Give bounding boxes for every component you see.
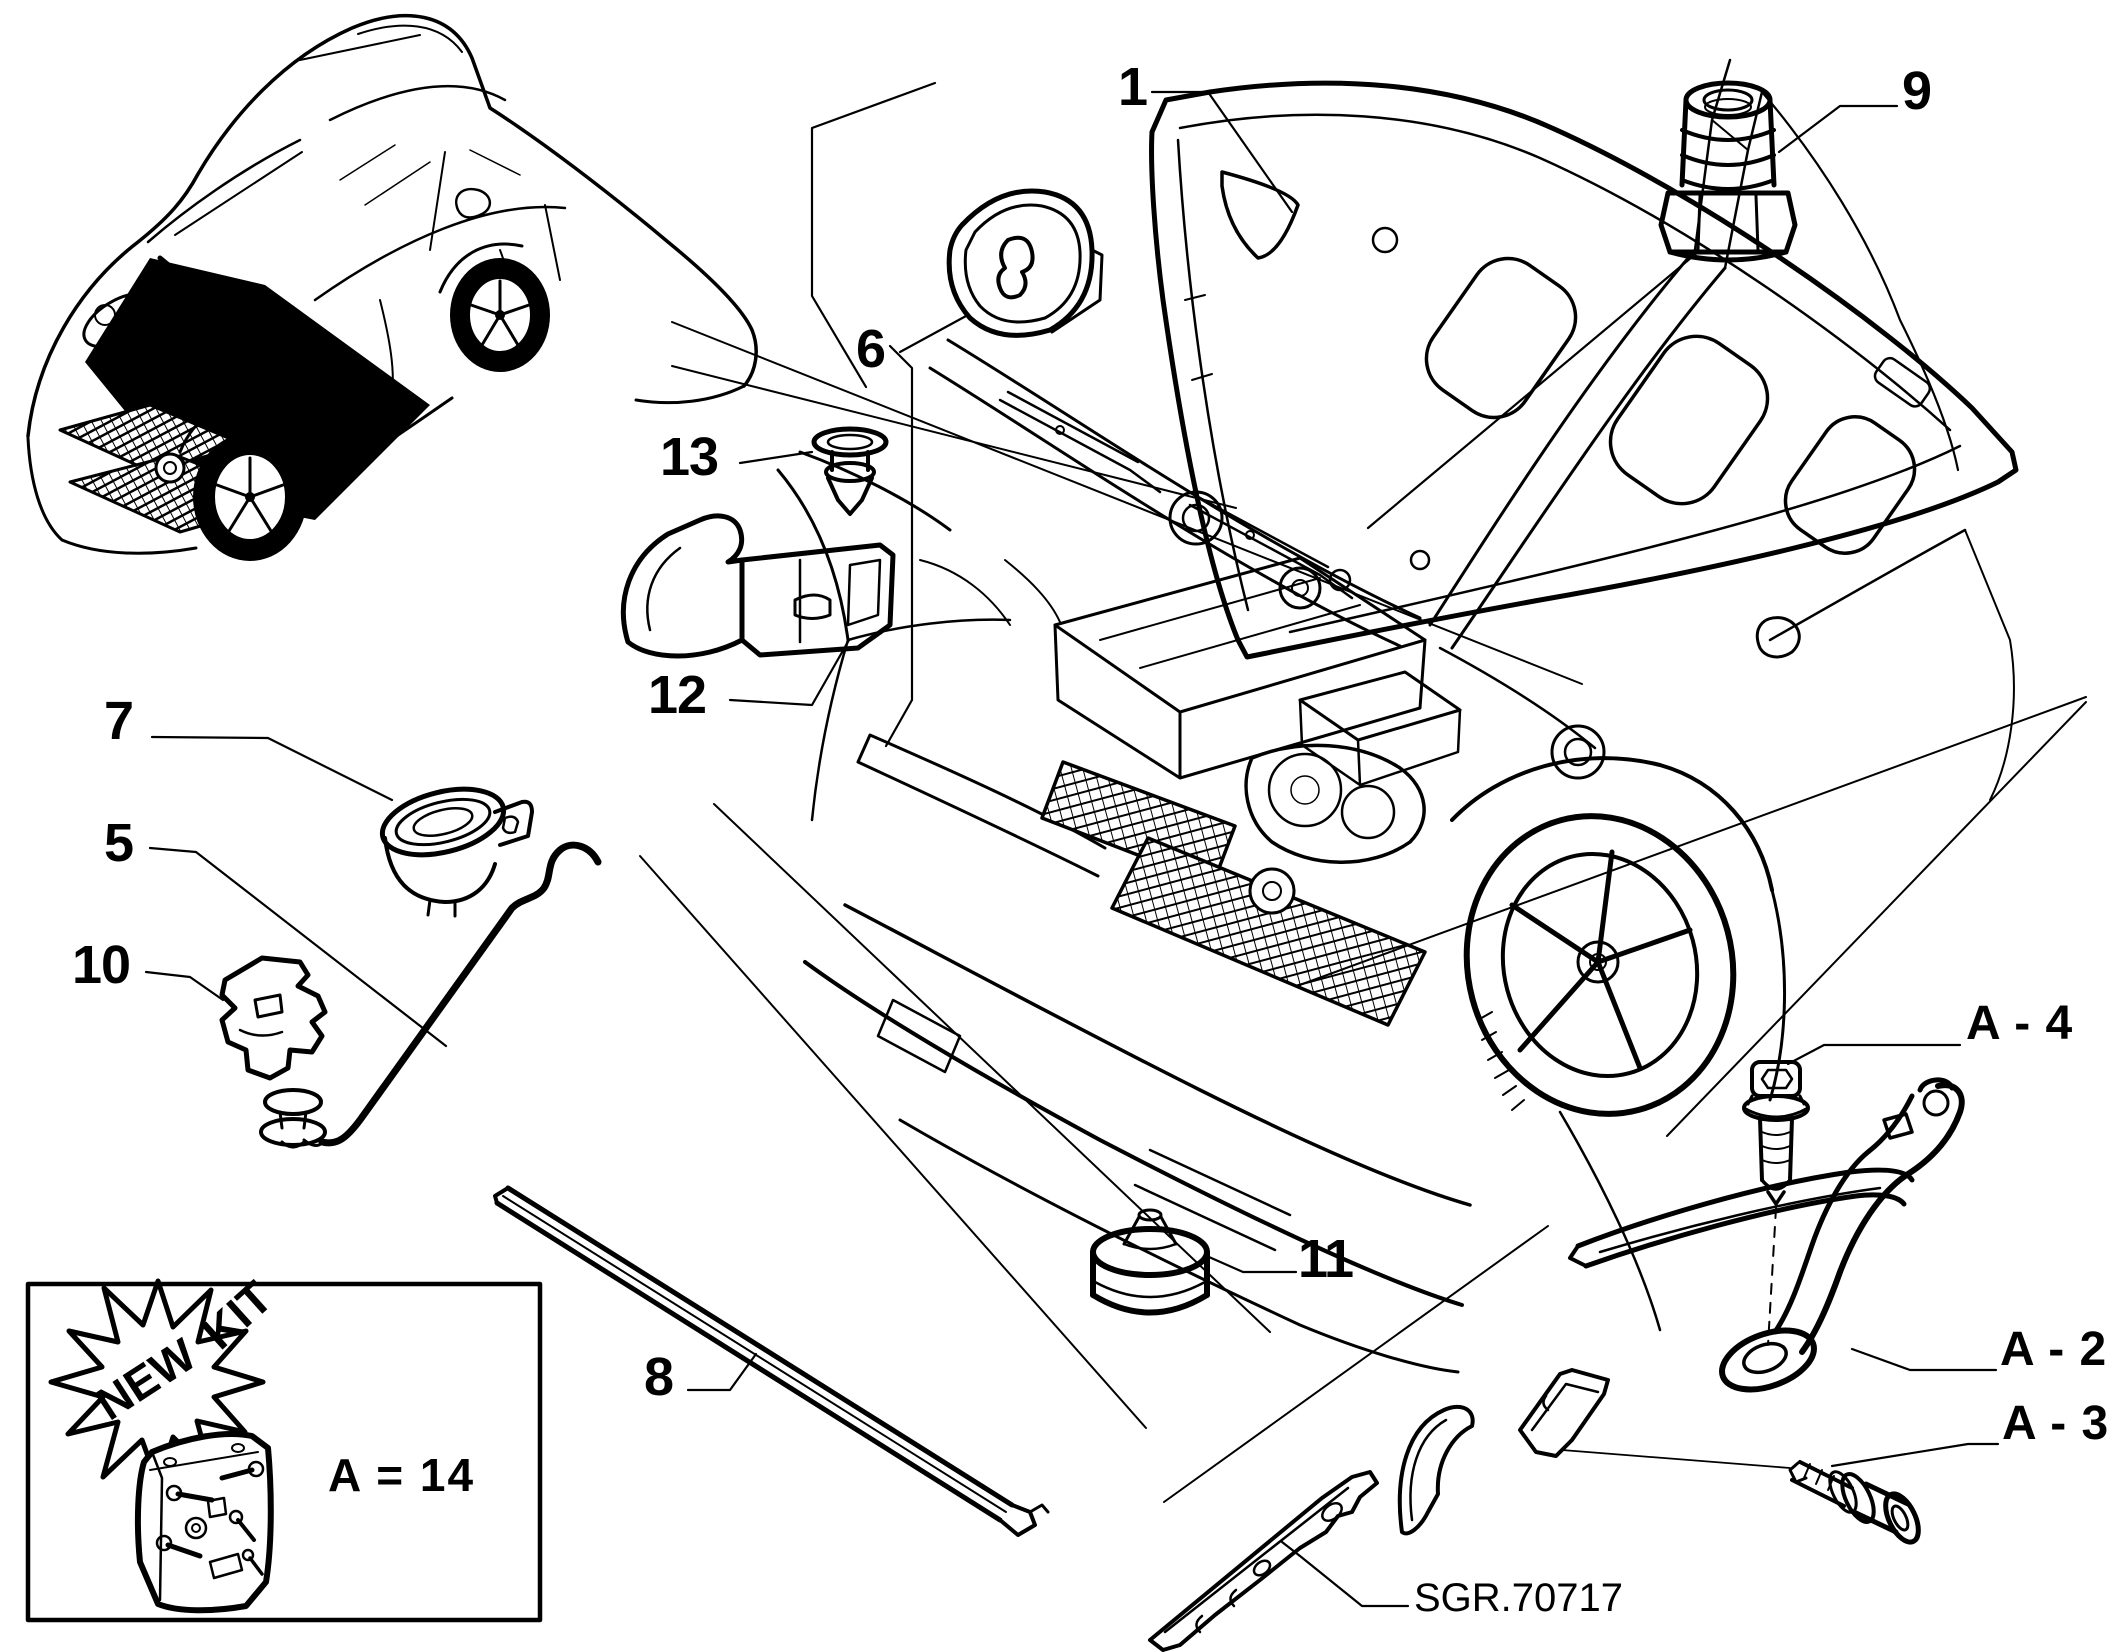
bumper-part-11	[1090, 1208, 1210, 1316]
callout-a4: A - 4	[1966, 997, 2074, 1050]
sill-bracket-part	[1148, 1470, 1379, 1652]
hood-inner-panel-part-1	[1149, 80, 2019, 660]
hood-latch-detail	[1278, 566, 1322, 610]
callout-12: 12	[648, 665, 707, 725]
callout-5: 5	[104, 813, 134, 873]
leader-lines	[144, 81, 2087, 1608]
front-wheel	[178, 401, 307, 561]
hood-hinge-part-a2	[1568, 1077, 1965, 1393]
seal-strip-part-8	[493, 1185, 1050, 1537]
prop-rod-part-5	[259, 841, 602, 1149]
buffer-part-9	[1658, 80, 1798, 263]
lower-grille	[1110, 836, 1427, 1027]
callout-8: 8	[644, 1347, 674, 1407]
callout-1: 1	[1118, 57, 1148, 117]
rear-wheel	[438, 242, 550, 372]
callout-7: 7	[104, 691, 134, 751]
grommet-part-7	[379, 786, 534, 918]
new-kit-box	[25, 1278, 543, 1623]
clip-part-13	[811, 426, 889, 516]
side-mirror	[455, 187, 491, 219]
callout-a3: A - 3	[2002, 1397, 2110, 1450]
callout-11: 11	[1298, 1229, 1354, 1289]
bolt-part-a3	[1788, 1460, 1921, 1545]
callout-10: 10	[72, 935, 131, 995]
callout-13: 13	[660, 427, 719, 487]
reference-code: SGR.70717	[1414, 1576, 1624, 1620]
rod-clip-part-10	[219, 955, 328, 1081]
callout-6: 6	[856, 319, 886, 379]
headlight	[82, 292, 158, 348]
hinge-pin-part-a4	[1742, 1060, 1810, 1346]
car-overview-drawing	[26, 13, 758, 561]
channel-clip-part	[1397, 1404, 1475, 1536]
callout-9: 9	[1902, 61, 1932, 121]
insulation-part-12	[620, 513, 896, 659]
small-bracket-part	[1518, 1368, 1610, 1458]
side-mirror	[1755, 616, 1801, 659]
callout-a2: A - 2	[2000, 1323, 2108, 1376]
front-wheel	[1450, 756, 1787, 1332]
wiper-blade	[998, 390, 1162, 494]
hardware-bag	[134, 1431, 274, 1614]
brand-badge	[1248, 867, 1296, 915]
brand-badge	[154, 452, 186, 484]
car-front-open-hood-drawing	[776, 58, 2015, 1374]
lock-cover-part-6	[946, 188, 1104, 338]
headlight	[1244, 743, 1426, 864]
kit-equation: A = 14	[328, 1449, 476, 1501]
